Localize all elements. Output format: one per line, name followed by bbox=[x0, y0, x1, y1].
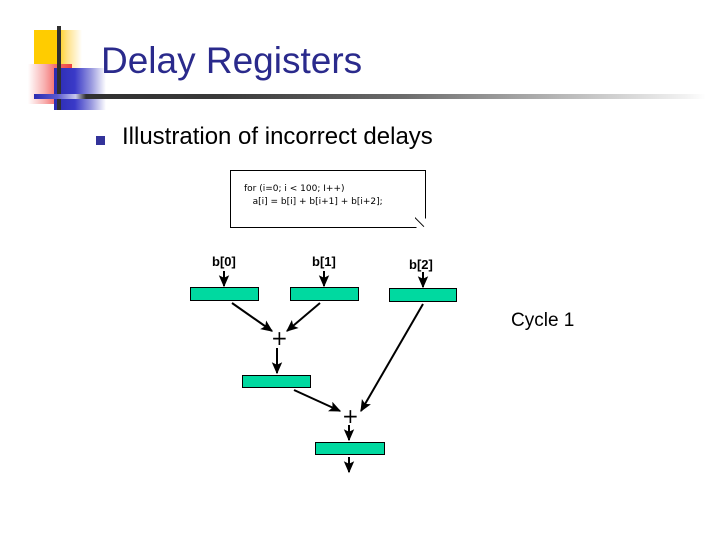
bullet-item: Illustration of incorrect delays bbox=[96, 122, 433, 152]
title-divider bbox=[34, 94, 706, 99]
code-callout-box: for (i=0; i < 100; I++) a[i] = b[i] + b[… bbox=[230, 170, 426, 228]
square-bullet-icon bbox=[96, 135, 105, 145]
code-callout-folded-corner bbox=[415, 217, 426, 228]
page-title: Delay Registers bbox=[101, 40, 363, 81]
logo-blue-square bbox=[54, 68, 106, 110]
code-callout-text: for (i=0; i < 100; I++) a[i] = b[i] + b[… bbox=[244, 184, 383, 207]
register-b2 bbox=[389, 288, 457, 302]
slide-logo bbox=[28, 26, 114, 110]
adder-2-symbol: + bbox=[342, 404, 359, 428]
cycle-label: Cycle 1 bbox=[511, 310, 575, 331]
input-label-b1: b[1] bbox=[312, 254, 336, 269]
register-sum2 bbox=[315, 442, 385, 455]
adder-1-symbol: + bbox=[271, 326, 288, 350]
register-b0 bbox=[190, 287, 259, 301]
register-b1 bbox=[290, 287, 359, 301]
logo-vertical-bar bbox=[57, 26, 61, 110]
title-divider-accent bbox=[34, 94, 86, 99]
input-label-b2: b[2] bbox=[409, 257, 433, 272]
bullet-item-label: Illustration of incorrect delays bbox=[122, 123, 433, 150]
input-label-b0: b[0] bbox=[212, 254, 236, 269]
register-sum1 bbox=[242, 375, 311, 388]
